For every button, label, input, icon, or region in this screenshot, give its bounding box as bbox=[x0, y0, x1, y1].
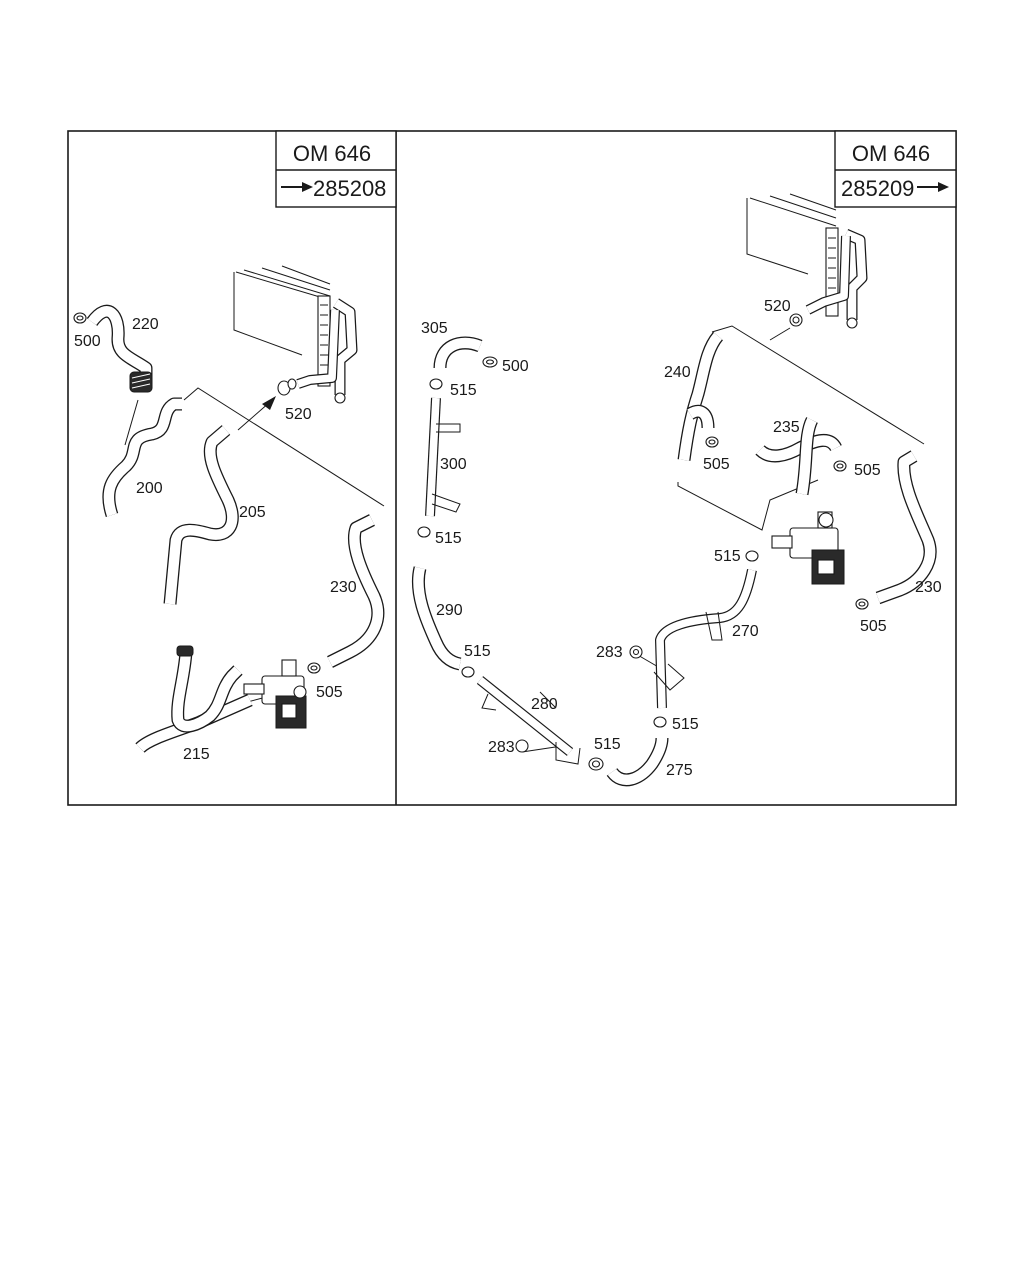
right-pipe-300 bbox=[425, 397, 461, 517]
right-clamp-515-mid bbox=[417, 526, 431, 538]
left-hose-200 bbox=[102, 397, 182, 517]
right-clamp-520 bbox=[789, 313, 803, 327]
label-230: 230 bbox=[330, 579, 357, 596]
right-clamp-515-valve bbox=[745, 550, 759, 562]
label-240: 240 bbox=[664, 364, 691, 381]
diagram-frame bbox=[67, 130, 957, 806]
left-water-valve bbox=[243, 659, 307, 729]
label-500: 500 bbox=[502, 358, 529, 375]
right-clamp-505-lower bbox=[855, 598, 869, 610]
left-serial-label: 285208 bbox=[313, 176, 386, 201]
label-300: 300 bbox=[440, 456, 467, 473]
right-nut-283-low bbox=[515, 739, 529, 753]
right-clamp-515-right bbox=[653, 716, 667, 728]
label-515: 515 bbox=[450, 382, 477, 399]
right-hose-240 bbox=[677, 331, 724, 461]
right-heater-core bbox=[746, 193, 868, 329]
connector-ribs bbox=[131, 373, 151, 389]
right-model-box: OM 646 285209 bbox=[834, 130, 957, 208]
left-hose-215 bbox=[135, 645, 253, 754]
arrow-right-icon bbox=[281, 182, 313, 192]
label-520: 520 bbox=[285, 406, 312, 423]
right-hose-230 bbox=[875, 450, 937, 605]
label-505: 505 bbox=[316, 684, 343, 701]
label-505: 505 bbox=[703, 456, 730, 473]
right-nut-283-high bbox=[629, 645, 643, 659]
right-leader-lines bbox=[521, 325, 925, 753]
right-clamp-500 bbox=[482, 356, 498, 368]
label-505: 505 bbox=[854, 462, 881, 479]
left-engine-label: OM 646 bbox=[293, 141, 371, 166]
label-515: 515 bbox=[435, 530, 462, 547]
label-235: 235 bbox=[773, 419, 800, 436]
label-270: 270 bbox=[732, 623, 759, 640]
left-hose-220 bbox=[86, 304, 153, 393]
left-hose-205 bbox=[163, 425, 239, 605]
right-hose-235 bbox=[755, 417, 842, 496]
label-200: 200 bbox=[136, 480, 163, 497]
label-515: 515 bbox=[464, 643, 491, 660]
label-215: 215 bbox=[183, 746, 210, 763]
label-230: 230 bbox=[915, 579, 942, 596]
right-water-valve bbox=[771, 511, 845, 585]
label-205: 205 bbox=[239, 504, 266, 521]
right-clamp-505-mid bbox=[833, 460, 847, 472]
label-515: 515 bbox=[594, 736, 621, 753]
right-serial-label: 285209 bbox=[841, 176, 914, 201]
label-515: 515 bbox=[714, 548, 741, 565]
left-model-box: OM 646 285208 bbox=[275, 130, 397, 208]
label-220: 220 bbox=[132, 316, 159, 333]
right-pipe-280 bbox=[476, 676, 581, 765]
right-hose-290 bbox=[411, 566, 462, 671]
right-engine-label: OM 646 bbox=[852, 141, 930, 166]
label-305: 305 bbox=[421, 320, 448, 337]
arrow-right-icon bbox=[917, 182, 949, 192]
right-hose-305 bbox=[433, 336, 483, 369]
label-290: 290 bbox=[436, 602, 463, 619]
right-clamp-515-low bbox=[461, 666, 475, 678]
right-hose-275 bbox=[606, 737, 669, 787]
label-275: 275 bbox=[666, 762, 693, 779]
left-clamp-520 bbox=[277, 378, 297, 396]
label-283: 283 bbox=[596, 644, 623, 661]
label-280: 280 bbox=[531, 696, 558, 713]
label-283: 283 bbox=[488, 739, 515, 756]
label-515: 515 bbox=[672, 716, 699, 733]
right-clamp-515-bottom bbox=[588, 757, 604, 771]
left-clamp-505 bbox=[307, 662, 321, 674]
left-heater-core bbox=[233, 265, 358, 404]
left-leader-lines bbox=[124, 387, 385, 713]
label-520: 520 bbox=[764, 298, 791, 315]
label-505: 505 bbox=[860, 618, 887, 635]
left-hose-230 bbox=[327, 514, 385, 668]
right-clamp-505-upper bbox=[705, 436, 719, 448]
left-clamp-500 bbox=[73, 312, 87, 324]
right-pipe-270 bbox=[653, 569, 757, 709]
right-clamp-515-top bbox=[429, 378, 443, 390]
label-500: 500 bbox=[74, 333, 101, 350]
